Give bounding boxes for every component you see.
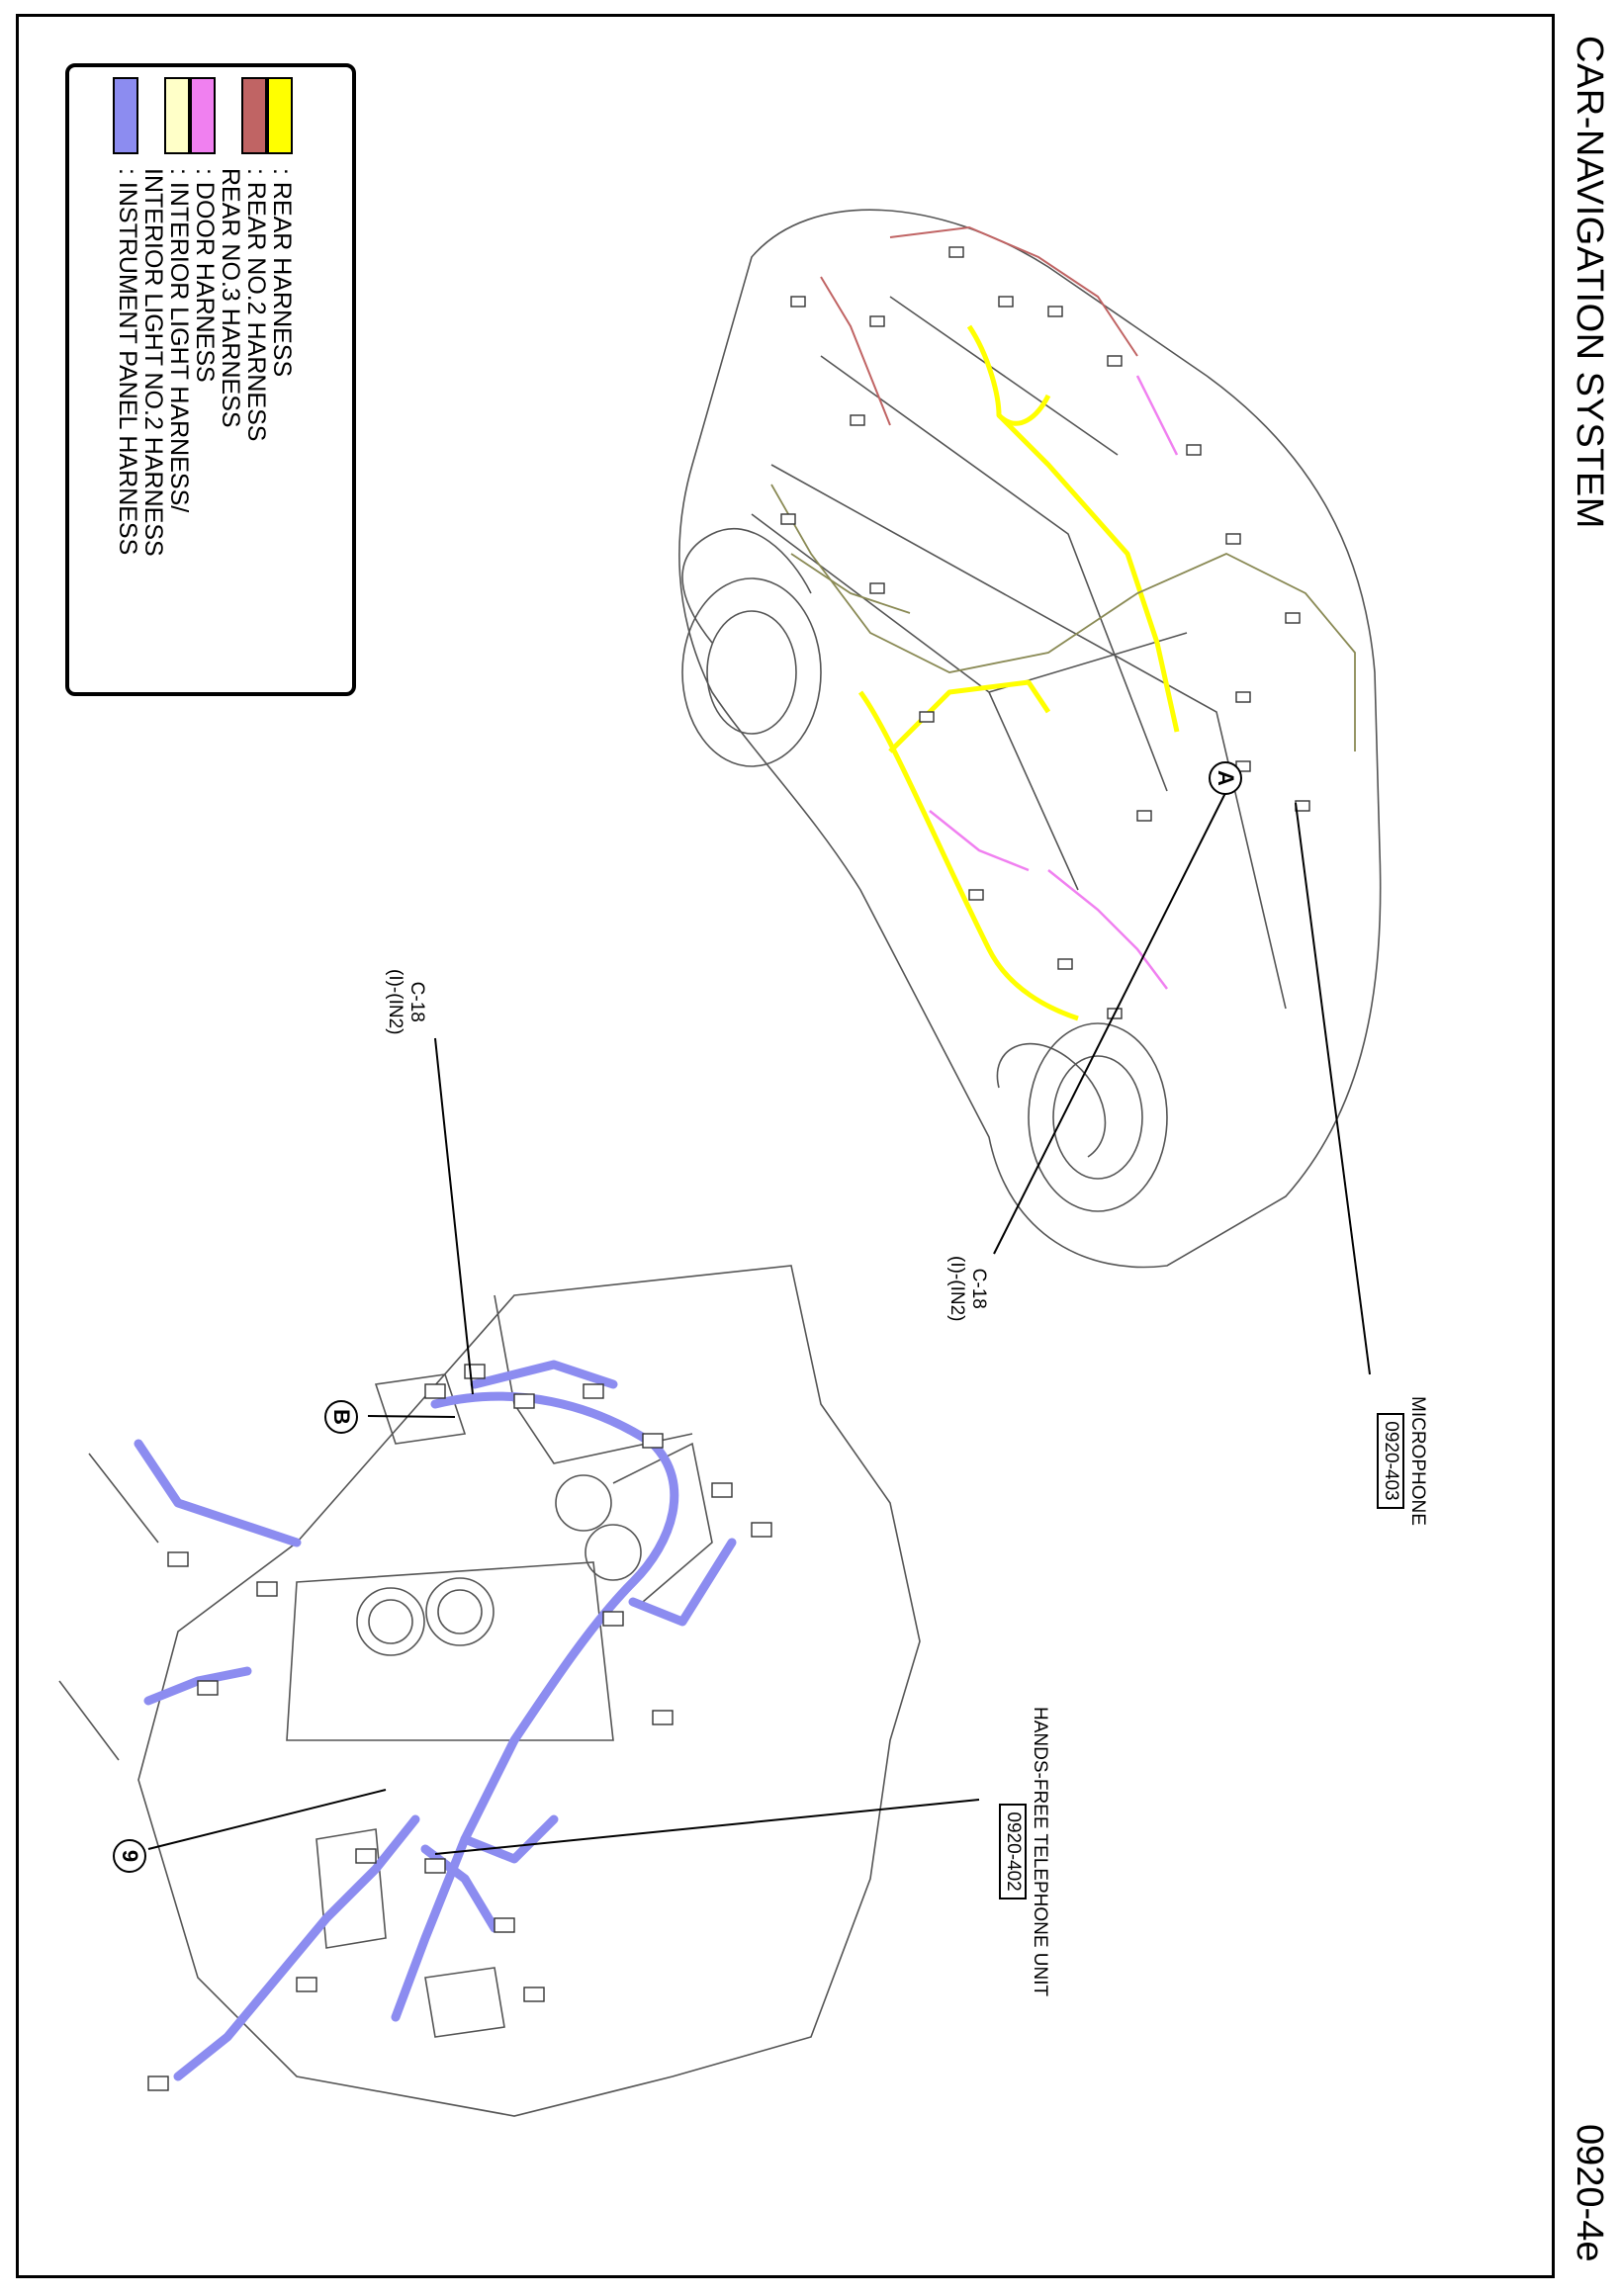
connectors xyxy=(780,246,1310,1019)
hands-free-callout: HANDS-FREE TELEPHONE UNIT 0920-402 xyxy=(999,1707,1050,1996)
panel-connectors xyxy=(147,1364,772,2091)
car-wheels xyxy=(681,577,1168,1212)
c18-car-line1: C-18 xyxy=(968,1268,989,1309)
marker-9: 9 xyxy=(113,1839,146,1873)
marker-a: A xyxy=(1209,761,1242,795)
rear-no2-harness xyxy=(820,225,1138,426)
c18-car-callout: C-18 (I)-(IN2) xyxy=(945,1256,989,1321)
hands-free-code: 0920-402 xyxy=(999,1804,1027,1899)
door-harness xyxy=(929,375,1179,990)
hands-free-label: HANDS-FREE TELEPHONE UNIT xyxy=(1030,1707,1050,1997)
car-body-outline xyxy=(678,209,1382,1269)
leader-lines-panel xyxy=(147,1037,980,1855)
c18-panel-callout: C-18 (I)-(IN2) xyxy=(384,969,427,1034)
instrument-panel-outline xyxy=(58,1265,921,2117)
microphone-label: MICROPHONE xyxy=(1407,1396,1428,1526)
rear-harness xyxy=(857,324,1180,1021)
interior-light-harness xyxy=(770,484,1356,751)
microphone-code: 0920-403 xyxy=(1377,1413,1404,1509)
harness-legend: : REAR HARNESS : REAR NO.2 HARNESS REAR … xyxy=(65,63,356,696)
c18-panel-line1: C-18 xyxy=(406,981,427,1022)
microphone-callout: MICROPHONE 0920-403 xyxy=(1377,1396,1428,1526)
page-frame xyxy=(16,14,1555,2278)
c18-panel-line2: (I)-(IN2) xyxy=(385,969,405,1035)
leader-lines-car xyxy=(993,790,1371,1375)
c18-car-line2: (I)-(IN2) xyxy=(946,1256,967,1322)
instrument-panel-harness xyxy=(134,1360,737,2081)
marker-b: B xyxy=(324,1400,358,1434)
